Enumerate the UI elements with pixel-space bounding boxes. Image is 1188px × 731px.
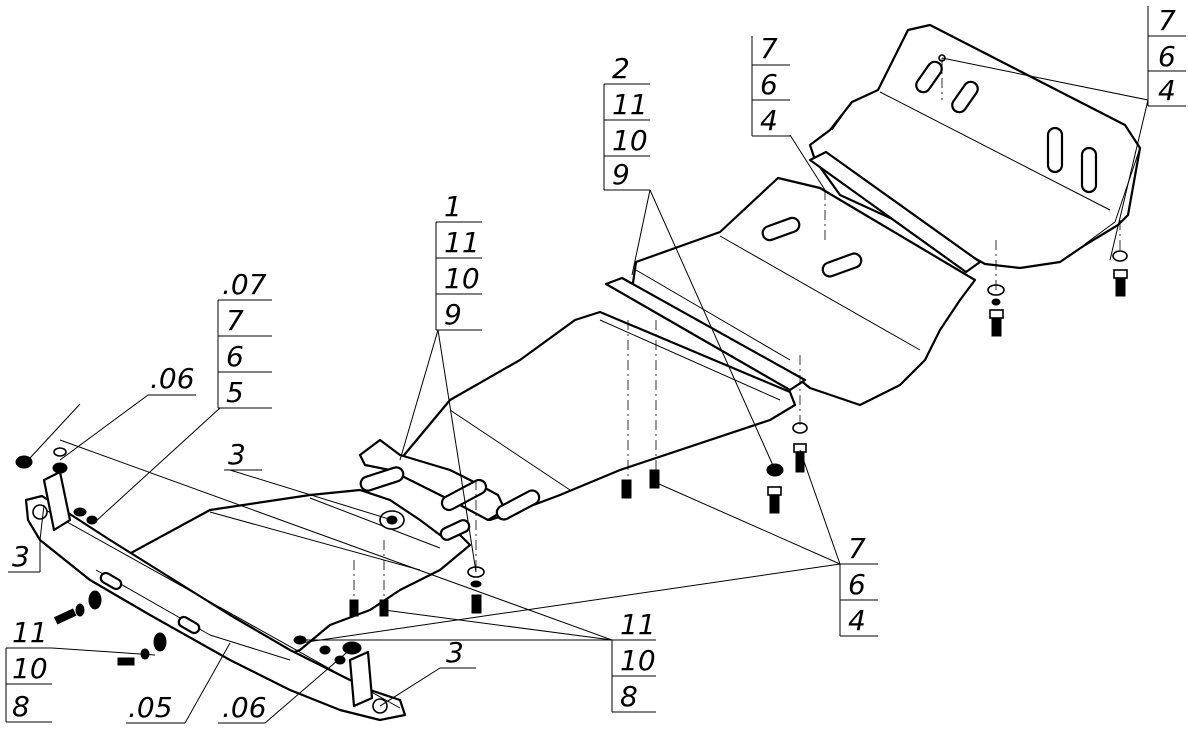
svg-text:4: 4 xyxy=(760,104,778,137)
callout-bottom-left: 11 10 8 xyxy=(5,616,52,723)
callout-bottom-05: .05 xyxy=(126,691,185,724)
callout-right-mid: 7 6 4 xyxy=(839,532,878,637)
svg-text:5: 5 xyxy=(226,376,244,409)
front-skid-plate xyxy=(116,466,472,662)
callout-bottom-06: .06 xyxy=(218,691,267,724)
svg-text:.06: .06 xyxy=(150,362,195,395)
bolt-icon xyxy=(54,608,77,625)
bolt-icon xyxy=(989,309,1004,337)
callout-left-3: 3 xyxy=(8,540,40,573)
svg-text:8: 8 xyxy=(12,690,30,723)
centerlines xyxy=(353,58,1121,600)
svg-text:11: 11 xyxy=(444,226,480,259)
washer-icon xyxy=(52,447,68,474)
svg-text:10: 10 xyxy=(12,652,48,685)
svg-text:4: 4 xyxy=(848,604,866,637)
svg-text:6: 6 xyxy=(848,568,866,601)
nut-icon xyxy=(15,455,33,469)
svg-text:3: 3 xyxy=(228,438,246,471)
leader-lines xyxy=(39,57,1149,724)
bolt-icon xyxy=(649,469,660,489)
bolt-icon xyxy=(1113,269,1128,297)
svg-text:4: 4 xyxy=(1158,74,1176,107)
callout-mid-3: 3 xyxy=(224,438,262,471)
bolt-icon xyxy=(767,486,782,514)
callout-center: 1 11 10 9 xyxy=(435,190,482,331)
svg-text:6: 6 xyxy=(760,68,778,101)
washer-icon xyxy=(75,590,102,617)
svg-text:9: 9 xyxy=(612,158,630,191)
svg-text:7: 7 xyxy=(848,532,866,565)
bolt-icon xyxy=(793,443,807,473)
svg-text:6: 6 xyxy=(1158,40,1176,73)
callout-left-06: .06 xyxy=(148,362,196,396)
callout-left-upper: .07 7 6 5 xyxy=(217,268,272,409)
front-cross-beam xyxy=(24,470,407,722)
svg-text:10: 10 xyxy=(620,644,656,677)
svg-text:8: 8 xyxy=(620,680,638,713)
callout-upper-mid: 7 6 4 xyxy=(751,32,790,137)
engine-skid-plate xyxy=(604,150,982,407)
svg-text:3: 3 xyxy=(12,540,30,573)
callout-top-right: 7 6 4 xyxy=(1147,4,1186,107)
bolt-icon xyxy=(117,657,135,666)
svg-text:11: 11 xyxy=(12,616,48,649)
callout-upper-center: 2 11 10 9 xyxy=(603,52,650,191)
svg-text:7: 7 xyxy=(226,304,244,337)
svg-text:6: 6 xyxy=(226,340,244,373)
bolt-icon xyxy=(471,594,482,614)
svg-text:9: 9 xyxy=(444,298,462,331)
svg-text:1: 1 xyxy=(444,190,462,223)
bolt-icon xyxy=(349,599,359,617)
callout-bottom-center: 11 10 8 xyxy=(611,608,656,713)
svg-text:2: 2 xyxy=(612,52,630,85)
svg-text:10: 10 xyxy=(612,124,648,157)
svg-text:10: 10 xyxy=(444,262,480,295)
svg-text:.05: .05 xyxy=(128,691,173,724)
washer-icon xyxy=(1112,250,1128,262)
svg-text:3: 3 xyxy=(446,636,464,669)
svg-text:.07: .07 xyxy=(222,268,267,301)
bolt-icon xyxy=(379,599,389,617)
bolt-icon xyxy=(621,479,632,499)
svg-text:.06: .06 xyxy=(222,691,267,724)
callout-bottom-3: 3 xyxy=(440,636,476,669)
svg-text:11: 11 xyxy=(612,88,648,121)
svg-text:7: 7 xyxy=(1158,4,1176,37)
svg-text:11: 11 xyxy=(620,608,656,641)
svg-text:7: 7 xyxy=(760,32,778,65)
